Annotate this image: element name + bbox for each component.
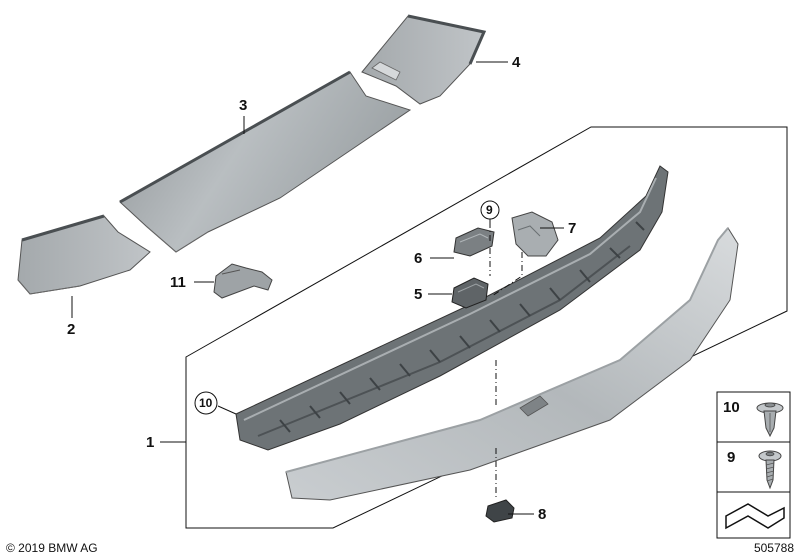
part-11-bracket xyxy=(213,263,273,299)
callout-6: 6 xyxy=(414,250,422,267)
legend-label-9: 9 xyxy=(727,449,735,466)
fastener-legend: 10 9 xyxy=(716,391,791,539)
callout-7: 7 xyxy=(568,220,576,237)
part-7-housing xyxy=(511,211,559,257)
part-8-cap xyxy=(485,499,515,523)
part-6-clip xyxy=(453,227,495,257)
leader-lines xyxy=(71,61,564,515)
callout-9-circle xyxy=(480,200,500,220)
part-2-left-end-cap xyxy=(17,214,151,295)
part-4-end-cap xyxy=(361,14,487,105)
callout-5: 5 xyxy=(414,286,422,303)
part-symbol-icon xyxy=(725,503,785,530)
screw-icon xyxy=(758,450,782,490)
assembly-lines xyxy=(489,222,523,498)
callout-2: 2 xyxy=(67,321,75,338)
callout-1: 1 xyxy=(146,434,154,451)
callout-11: 11 xyxy=(170,274,186,291)
part-5-connector xyxy=(451,277,489,309)
legend-label-10: 10 xyxy=(723,399,740,416)
push-clip-icon xyxy=(756,402,784,438)
callout-10-circle xyxy=(194,391,218,415)
assembly-frame xyxy=(185,126,788,529)
callout-9: 9 xyxy=(486,203,493,217)
callout-8: 8 xyxy=(538,506,546,523)
copyright-text: © 2019 BMW AG xyxy=(6,541,98,555)
part-1-trim-bar xyxy=(285,227,739,501)
part-3-upper-spoiler xyxy=(119,70,412,253)
drawing-number: 505788 xyxy=(753,541,794,555)
callout-4: 4 xyxy=(512,54,521,71)
callout-3: 3 xyxy=(239,97,247,114)
callout-10: 10 xyxy=(199,396,213,410)
part-10-carrier-rail xyxy=(235,165,669,451)
